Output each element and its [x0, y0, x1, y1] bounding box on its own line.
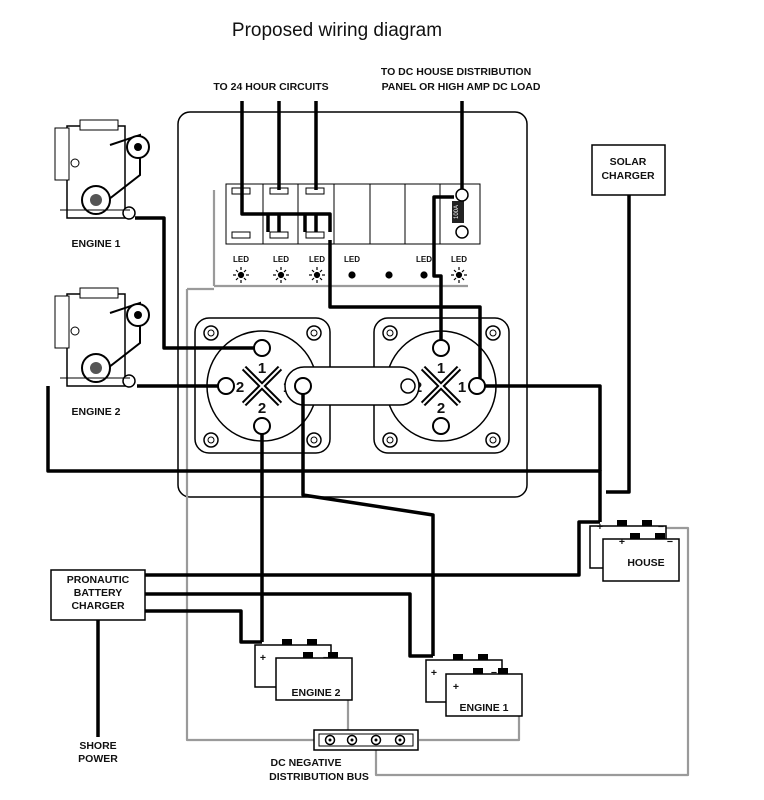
switch-right-pos-1: 1: [437, 360, 445, 377]
solar-charger-label-2: CHARGER: [601, 170, 655, 182]
battery-switch-right: 1 2 1 2: [373, 317, 510, 454]
engine-1-battery-minus: −: [491, 667, 497, 679]
solar-charger-label-1: SOLAR: [610, 156, 647, 168]
engine-2-label: ENGINE 2: [71, 406, 120, 418]
fuse-rating: 100A: [454, 205, 460, 219]
led-label-5: LED: [416, 255, 432, 264]
led-row: LED LED LED LED LED LED: [233, 255, 467, 283]
house-battery-minus-2: −: [667, 536, 673, 548]
dc-negative-bus-label-2: DISTRIBUTION BUS: [269, 771, 369, 783]
engine-1-battery-plus: +: [431, 667, 437, 679]
circuits-24h-label: TO 24 HOUR CIRCUITS: [213, 81, 328, 93]
house-battery-plus-2: +: [619, 536, 625, 548]
solar-charger-box: [591, 144, 666, 196]
positive-wiring: [46, 101, 631, 737]
engine-1: [54, 119, 150, 220]
led-label-6: LED: [451, 255, 467, 264]
led-label-3: LED: [309, 255, 325, 264]
battery-charger-label-2: BATTERY: [74, 587, 122, 599]
house-battery-plus: +: [597, 521, 603, 533]
engine-1-battery-plus-2: +: [453, 681, 459, 693]
battery-charger-box: [50, 569, 146, 621]
house-battery-minus: −: [658, 521, 664, 533]
led-label-4: LED: [344, 255, 360, 264]
battery-charger-label-3: CHARGER: [71, 600, 125, 612]
switch-left-pos-1: 1: [258, 360, 266, 377]
switch-right-pos-1-right: 1: [458, 379, 466, 396]
led-label-1: LED: [233, 255, 249, 264]
house-distribution-label-1: TO DC HOUSE DISTRIBUTION: [381, 66, 531, 78]
house-distribution-label-2: PANEL OR HIGH AMP DC LOAD: [382, 81, 541, 93]
house-battery-label: HOUSE: [627, 557, 664, 569]
switch-right-pos-2-bottom: 2: [437, 400, 445, 417]
engine-2-battery-plus: +: [260, 652, 266, 664]
engine-1-battery-label: ENGINE 1: [459, 702, 508, 714]
engine-2-battery-minus: −: [323, 652, 329, 664]
diagram-title: Proposed wiring diagram: [232, 20, 442, 41]
switch-left-pos-2-left: 2: [236, 379, 244, 396]
led-label-2: LED: [273, 255, 289, 264]
shore-power-label-2: POWER: [78, 753, 118, 765]
dc-negative-bus-label-1: DC NEGATIVE: [271, 757, 342, 769]
switch-left-pos-2-bottom: 2: [258, 400, 266, 417]
shore-power-label-1: SHORE: [79, 740, 116, 752]
engine-1-label: ENGINE 1: [71, 238, 120, 250]
engine-2-battery-label: ENGINE 2: [291, 687, 340, 699]
battery-charger-label-1: PRONAUTIC: [67, 574, 130, 586]
house-battery: + − + − HOUSE: [589, 520, 680, 582]
engine-2-battery: + − ENGINE 2: [254, 639, 353, 701]
engine-2: [54, 287, 150, 388]
dc-negative-bus: [313, 729, 419, 751]
engine-1-battery: + − + ENGINE 1: [425, 654, 523, 717]
link-bar: [284, 366, 420, 406]
switch-terminals: [217, 188, 486, 435]
